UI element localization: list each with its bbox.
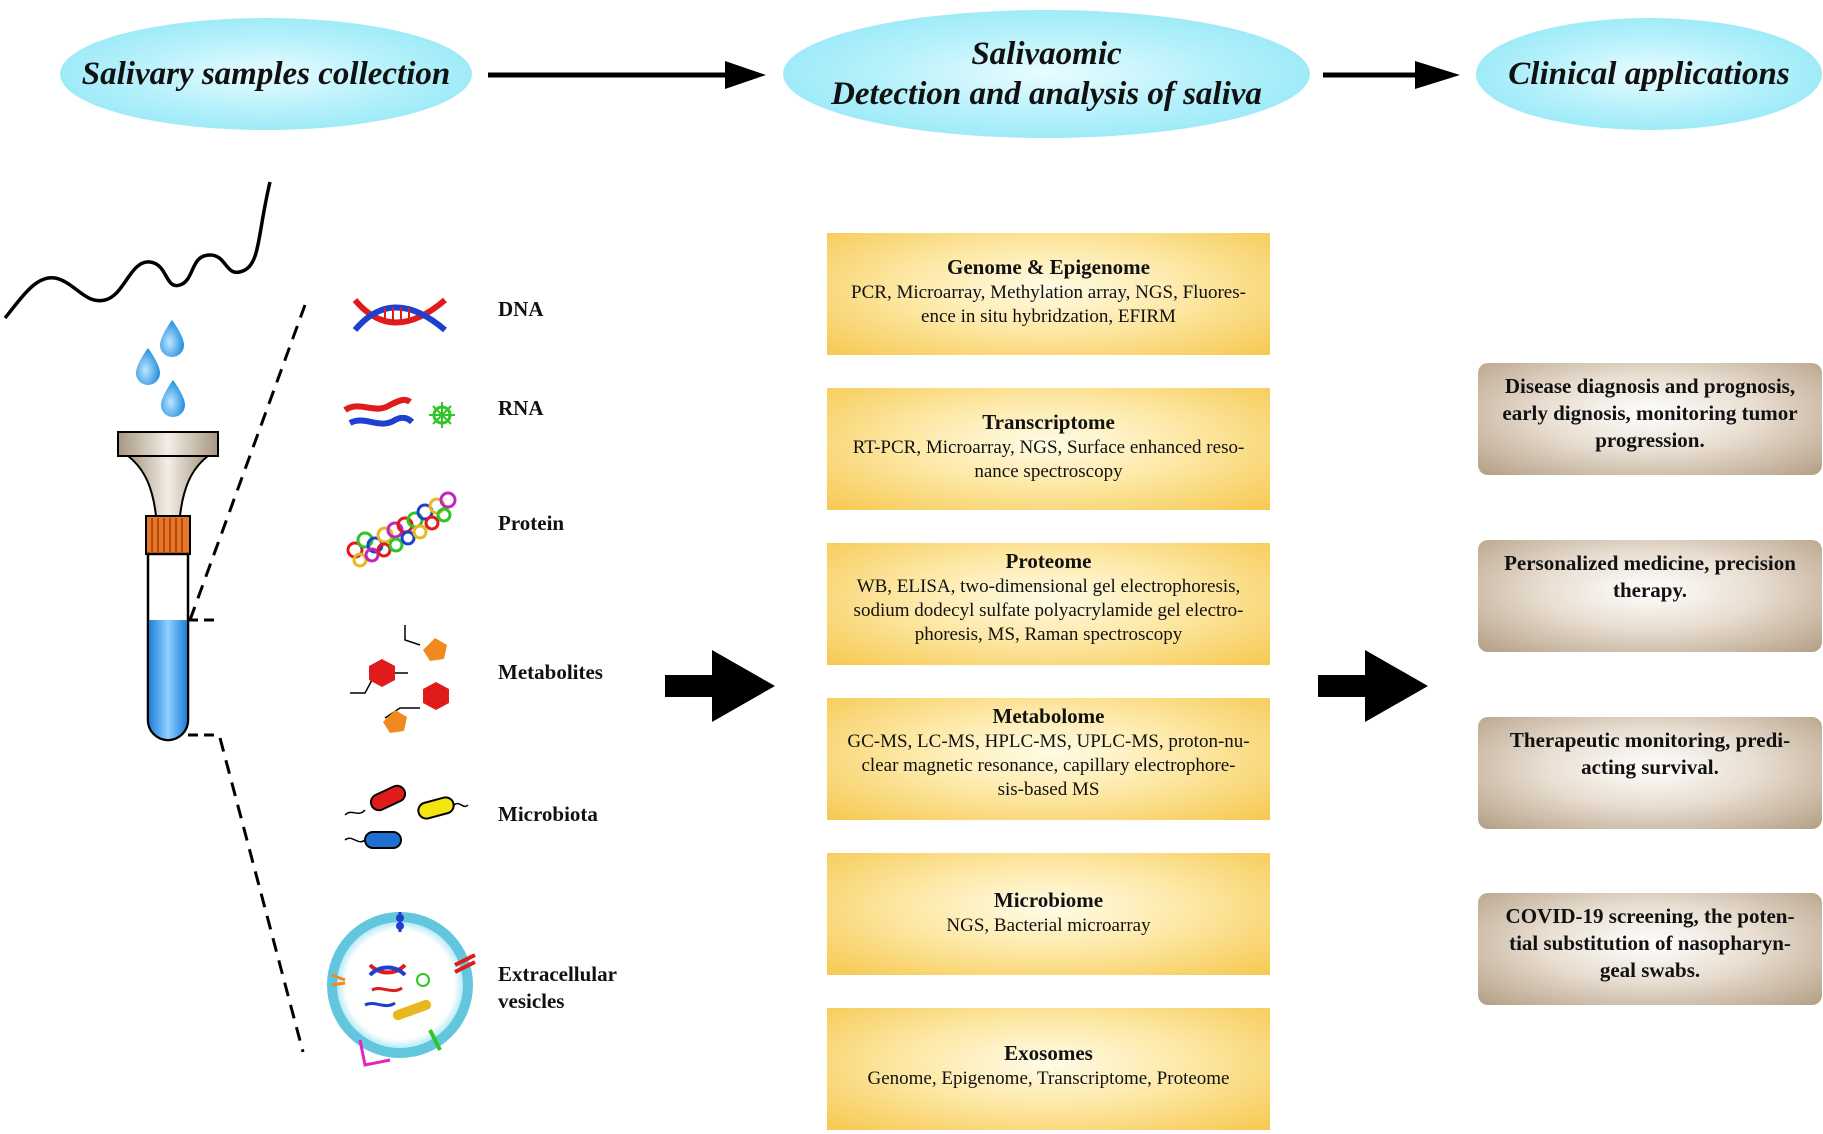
omics-methods-line: clear magnetic resonance, capillary elec… [861,755,1236,776]
omics-methods-line: RT-PCR, Microarray, NGS, Surface enhance… [852,437,1245,458]
omics-methods-line: ence in situ hybridzation, EFIRM [921,306,1176,327]
omics-box-proteome: Proteome WB, ELISA, two-dimensional gel … [827,543,1270,665]
arrow-salivaomic-to-clinical [1323,61,1460,89]
application-line: geal swabs. [1599,958,1701,982]
stage-clinical: Clinical applications [1476,18,1822,130]
molecule-label-ev-line2: vesicles [498,989,565,1013]
omics-box-exosomes: Exosomes Genome, Epigenome, Transcriptom… [827,1008,1270,1130]
collection-tube-icon [117,431,219,742]
rna-icon [343,396,455,428]
metabolites-icon [350,625,449,733]
molecule-label-protein: Protein [498,511,565,535]
molecule-label-extracellular-vesicles: Extracellular vesicles [498,961,617,1015]
application-line: early dignosis, monitoring tumor [1502,401,1798,425]
application-box-diagnosis: Disease diagnosis and prognosis, early d… [1478,363,1822,475]
arrow-molecules-to-omics [665,650,775,722]
application-line: Personalized medicine, precision [1504,551,1796,575]
saliva-wave-line [3,181,272,320]
omics-methods-line: NGS, Bacterial microarray [946,915,1151,936]
omics-methods-line: sis-based MS [997,779,1100,800]
dashed-line-upper [188,304,307,621]
protein-icon [346,491,457,568]
application-box-personalized: Personalized medicine, precision therapy… [1478,540,1822,652]
molecule-label-metabolites: Metabolites [498,660,603,684]
application-box-monitoring: Therapeutic monitoring, predi- acting su… [1478,717,1822,829]
saliva-drop-icon [136,320,185,417]
application-line: tial substitution of nasopharyn- [1509,931,1791,955]
application-box-covid: COVID-19 screening, the poten- tial subs… [1478,893,1822,1005]
molecule-label-dna: DNA [498,297,544,321]
stage-salivaomic-subtitle: Detection and analysis of saliva [831,76,1262,112]
application-line: progression. [1595,428,1705,452]
omics-title: Proteome [1005,549,1092,573]
molecule-label-ev-line1: Extracellular [498,962,617,986]
omics-methods-line: nance spectroscopy [974,461,1123,482]
omics-title: Genome & Epigenome [947,255,1150,279]
application-line: acting survival. [1581,755,1719,779]
omics-methods-line: PCR, Microarray, Methylation array, NGS,… [851,282,1246,303]
extracellular-vesicle-icon [327,912,476,1067]
dashed-line-lower [218,737,305,1053]
omics-title: Exosomes [1004,1041,1093,1065]
arrow-omics-to-applications [1318,650,1428,722]
application-line: Therapeutic monitoring, predi- [1509,728,1791,752]
omics-methods-line: phoresis, MS, Raman spectroscopy [914,624,1183,645]
omics-methods-line: GC-MS, LC-MS, HPLC-MS, UPLC-MS, proton-n… [847,731,1250,752]
stage-collection: Salivary samples collection [60,18,472,130]
omics-box-microbiome: Microbiome NGS, Bacterial microarray [827,853,1270,975]
omics-title: Microbiome [993,888,1104,912]
omics-methods-line: WB, ELISA, two-dimensional gel electroph… [856,576,1241,597]
application-line: COVID-19 screening, the poten- [1505,904,1795,928]
omics-methods-line: sodium dodecyl sulfate polyacrylamide ge… [853,600,1244,621]
dna-icon [352,297,447,333]
molecule-label-rna: RNA [498,396,544,420]
stage-salivaomic-title: Salivaomic [971,36,1122,72]
arrow-collection-to-salivaomic [488,61,766,89]
omics-box-genome: Genome & Epigenome PCR, Microarray, Meth… [827,233,1270,355]
omics-box-transcriptome: Transcriptome RT-PCR, Microarray, NGS, S… [827,388,1270,510]
stage-salivaomic: Salivaomic Detection and analysis of sal… [783,10,1310,138]
application-line: therapy. [1612,578,1688,602]
application-line: Disease diagnosis and prognosis, [1504,374,1796,398]
omics-title: Transcriptome [982,410,1115,434]
omics-box-metabolome: Metabolome GC-MS, LC-MS, HPLC-MS, UPLC-M… [827,698,1270,820]
omics-title: Metabolome [992,704,1105,728]
omics-methods-line: Genome, Epigenome, Transcriptome, Proteo… [867,1068,1230,1089]
molecule-label-microbiota: Microbiota [498,802,598,826]
stage-clinical-label: Clinical applications [1508,56,1790,92]
microbiota-icon [344,784,469,849]
stage-collection-label: Salivary samples collection [81,56,451,92]
